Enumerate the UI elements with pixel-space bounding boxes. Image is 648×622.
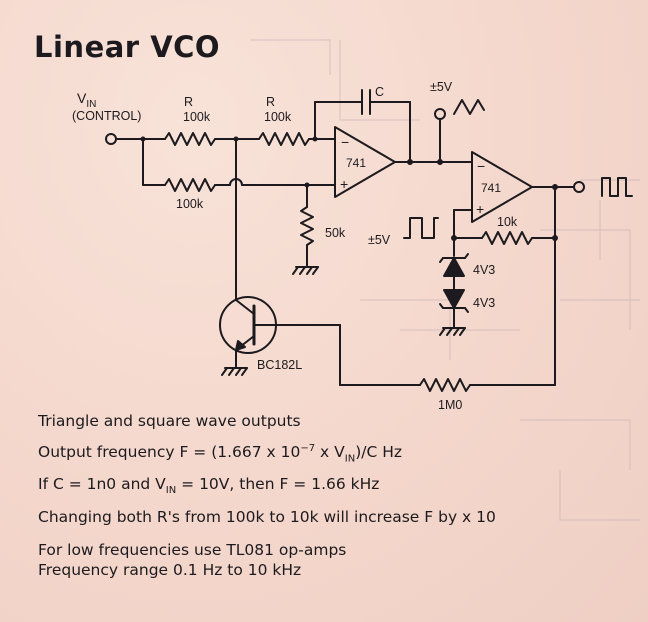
r4-value: 50k [325, 226, 346, 240]
resistor-r4 [300, 206, 314, 246]
supply-side-label: ±5V [368, 233, 391, 247]
opamp-2-label: 741 [481, 181, 501, 195]
zener-diode-1 [443, 257, 465, 277]
r2-name: R [266, 95, 275, 109]
transistor-label: BC182L [257, 358, 302, 372]
zener-2-label: 4V3 [473, 296, 495, 310]
r2-value: 100k [264, 110, 292, 124]
triangle-output-terminal [434, 108, 446, 120]
r6-value: 1M0 [438, 398, 462, 412]
resistor-r1 [164, 132, 216, 146]
r1-value: 100k [183, 110, 211, 124]
square-wave-icon-output [601, 177, 633, 197]
opamp-1-plus: + [340, 176, 348, 192]
r1-name: R [184, 95, 193, 109]
triangle-wave-icon [453, 99, 485, 115]
opamp-1 [334, 126, 396, 198]
square-wave-icon-side [403, 217, 439, 239]
note-line-5: For low frequencies use TL081 op-amps [38, 541, 347, 559]
opamp-1-minus: − [341, 134, 349, 150]
resistor-r6 [419, 378, 471, 392]
note-line-4: Changing both R's from 100k to 10k will … [38, 508, 496, 526]
note-line-1: Triangle and square wave outputs [38, 412, 301, 430]
r3-value: 100k [176, 197, 204, 211]
resistor-r3 [164, 178, 216, 192]
zener-diode-2 [443, 289, 465, 309]
input-terminal [105, 133, 117, 145]
opamp-2-plus: + [476, 201, 484, 217]
supply-top-label: ±5V [430, 80, 453, 94]
opamp-1-label: 741 [346, 156, 366, 170]
vin-control-label: (CONTROL) [72, 109, 141, 123]
resistor-r2 [258, 132, 310, 146]
zener-1-label: 4V3 [473, 263, 495, 277]
note-line-6: Frequency range 0.1 Hz to 10 kHz [38, 561, 302, 579]
note-line-2: Output frequency F = (1.667 x 10−7 x VIN… [38, 443, 403, 465]
note-line-3: If C = 1n0 and VIN = 10V, then F = 1.66 … [38, 475, 380, 497]
capacitor-label: C [375, 85, 384, 99]
square-output-terminal [573, 181, 585, 193]
vin-label: VIN [77, 90, 96, 110]
page-title: Linear VCO [34, 30, 221, 64]
r5-value: 10k [497, 215, 518, 229]
opamp-2-minus: − [477, 158, 485, 174]
resistor-r5 [481, 231, 533, 245]
opamp-2 [471, 151, 533, 223]
